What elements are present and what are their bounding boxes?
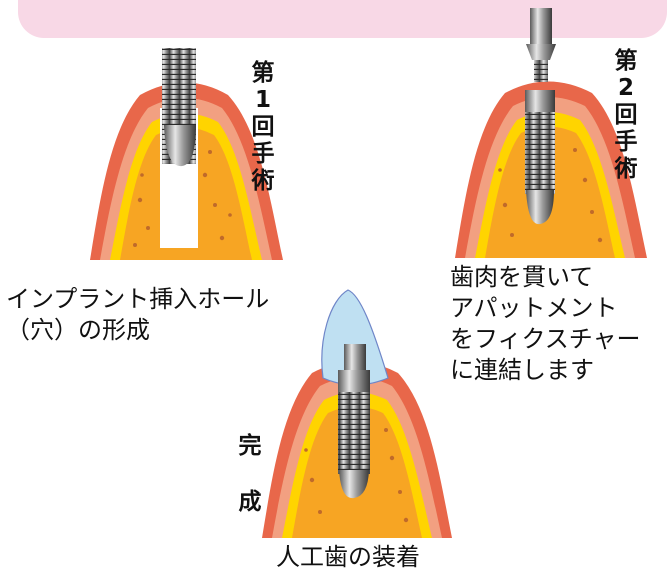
label-char: 術: [614, 156, 638, 182]
top-banner: [18, 0, 667, 38]
label-char: 第: [251, 60, 275, 86]
label-char: 成: [238, 489, 262, 515]
stage2-jaw: [455, 8, 647, 258]
stage1-caption: インプラント挿入ホール （穴）の形成: [6, 284, 269, 346]
caption-line: に連結します: [450, 356, 594, 384]
label-char: 回: [614, 102, 638, 128]
caption-line: アパットメント: [450, 294, 618, 322]
drill: [162, 48, 196, 167]
label-char: 第: [614, 48, 638, 74]
label-char: 術: [251, 168, 275, 194]
stage3-caption: 人工歯の装着: [276, 543, 420, 571]
caption-line: 歯肉を貫いて: [450, 263, 594, 291]
stage2-caption: 歯肉を貫いて アパットメント をフィクスチャー に連結します: [450, 262, 641, 386]
stage2-vertical-label: 第 2 回 手 術: [612, 48, 640, 183]
caption-line: インプラント挿入ホール: [6, 285, 270, 313]
label-char: 2: [617, 75, 634, 101]
label-char: 手: [614, 129, 638, 155]
caption-line: をフィクスチャー: [450, 325, 641, 353]
abutment: [526, 8, 556, 82]
implant-complete: [338, 344, 370, 499]
label-char: 回: [251, 114, 275, 140]
fixture: [525, 90, 555, 225]
label-char: 1: [254, 87, 271, 113]
stage3-vertical-label: 完 成: [236, 418, 264, 530]
caption-line: （穴）の形成: [6, 316, 150, 344]
stage1-jaw: [90, 48, 283, 260]
stage3-jaw: [262, 289, 452, 538]
label-char: 完: [238, 433, 262, 459]
stage1-vertical-label: 第 1 回 手 術: [249, 60, 277, 195]
label-char: 手: [251, 141, 275, 167]
